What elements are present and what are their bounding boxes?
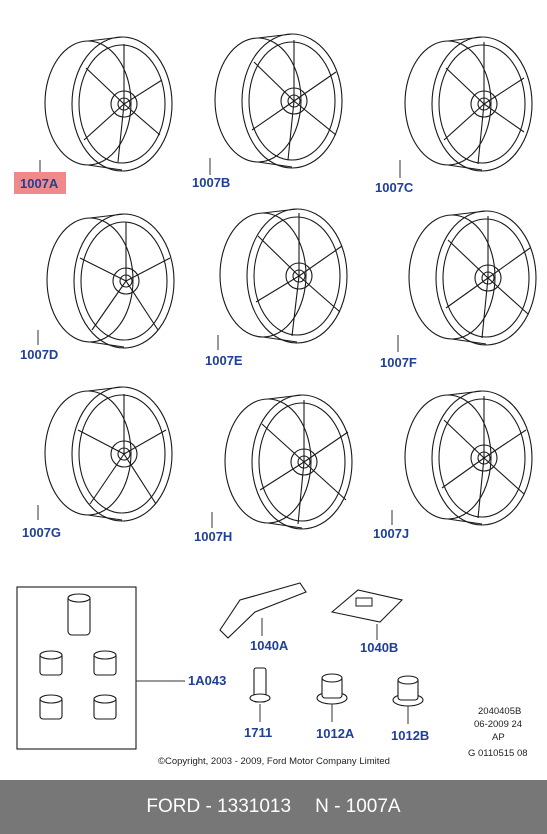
valve-stem[interactable]: 1711 bbox=[244, 667, 272, 740]
highlight-box bbox=[14, 172, 66, 194]
part-label-1012a: 1012A bbox=[316, 726, 355, 741]
lug-nut-kit[interactable]: 1A043 bbox=[16, 586, 226, 750]
footer-bar: FORD - 1331013 N - 1007A bbox=[0, 780, 547, 834]
wheel-1007j[interactable]: 1007J bbox=[373, 390, 533, 541]
footer-part-number: FORD - 1331013 bbox=[146, 796, 292, 817]
part-label-1012b: 1012B bbox=[391, 728, 429, 743]
wheel-1007g[interactable]: 1007G bbox=[22, 386, 173, 540]
wheel-1007b[interactable]: 1007B bbox=[192, 33, 343, 190]
wheel-label-1007b: 1007B bbox=[192, 175, 230, 190]
wheel-1007e[interactable]: 1007E bbox=[205, 208, 348, 368]
wheel-label-1007e: 1007E bbox=[205, 353, 243, 368]
wheel-1007f[interactable]: 1007F bbox=[380, 210, 537, 370]
wheel-1007h[interactable]: 1007H bbox=[194, 394, 353, 544]
copyright-text: ©Copyright, 2003 - 2009, Ford Motor Comp… bbox=[158, 756, 390, 767]
part-label-1040a: 1040A bbox=[250, 638, 289, 653]
wheel-label-1007a: 1007A bbox=[20, 176, 59, 191]
wheel-label-1007f: 1007F bbox=[380, 355, 417, 370]
wheel-1007c[interactable]: 1007C bbox=[375, 36, 533, 195]
part-label-1711: 1711 bbox=[244, 725, 272, 740]
footer-reference: N - 1007A bbox=[315, 796, 401, 817]
meta-line-1: 2040405B bbox=[478, 706, 521, 717]
part-label-1040b: 1040B bbox=[360, 640, 398, 655]
wheel-label-1007g: 1007G bbox=[22, 525, 61, 540]
wheel-nut-a[interactable]: 1012A bbox=[316, 673, 355, 741]
part-label-1a043: 1A043 bbox=[188, 673, 226, 688]
wheel-weight-a[interactable]: 1040A bbox=[219, 582, 307, 653]
wheel-1007a[interactable]: 1007A bbox=[14, 36, 173, 194]
wheel-weight-b[interactable]: 1040B bbox=[330, 589, 404, 655]
wheel-label-1007h: 1007H bbox=[194, 529, 232, 544]
meta-line-3: AP bbox=[492, 732, 505, 743]
wheel-label-1007j: 1007J bbox=[373, 526, 409, 541]
wheel-label-1007d: 1007D bbox=[20, 347, 58, 362]
wheel-label-1007c: 1007C bbox=[375, 180, 414, 195]
wheel-nut-b[interactable]: 1012B bbox=[391, 675, 429, 743]
wheel-1007d[interactable]: 1007D bbox=[20, 213, 175, 362]
meta-line-4: G 0110515 08 bbox=[468, 748, 528, 759]
meta-line-2: 06-2009 24 bbox=[474, 719, 522, 730]
